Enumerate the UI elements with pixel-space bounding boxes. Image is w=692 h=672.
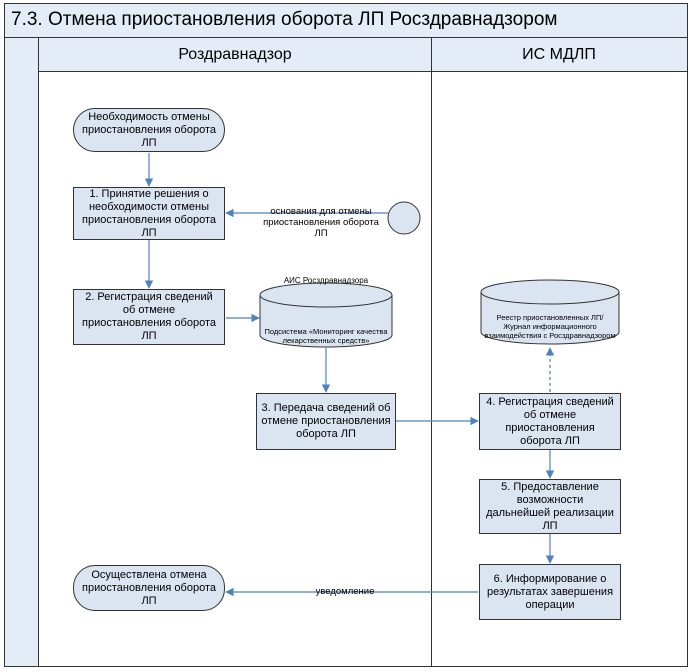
- step3-box: 3. Передача сведений об отмене приостано…: [256, 393, 396, 450]
- step6-box: 6. Информирование о результатах завершен…: [479, 564, 621, 620]
- end-event: Осуществлена отмена приостановления обор…: [73, 565, 225, 611]
- ais-title: АИС Росздравнадзора: [283, 276, 369, 285]
- lane-rail: [5, 38, 39, 666]
- ais-label: Подсистема «Мониторинг качества лекарств…: [264, 327, 388, 345]
- start-event: Необходимость отмены приостановления обо…: [73, 108, 225, 152]
- ais-datastore: [259, 282, 393, 348]
- lane-divider: [431, 38, 432, 666]
- basis-label: основания для отмены приостановления обо…: [263, 206, 379, 239]
- step5-box: 5. Предоставление возможности дальнейшей…: [479, 479, 621, 534]
- registry-label: Реестр приостановленных ЛП/Журнал информ…: [484, 313, 616, 340]
- registry-datastore: [480, 279, 620, 345]
- lane-header-is-mdlp: ИС МДЛП: [431, 38, 687, 72]
- basis-circle: [387, 201, 421, 235]
- diagram-title: 7.3. Отмена приостановления оборота ЛП Р…: [11, 9, 558, 30]
- lane-header-roszdravnadzor: Роздравнадзор: [39, 38, 431, 72]
- step4-box: 4. Регистрация сведений об отмене приост…: [479, 393, 621, 450]
- title-bar: 7.3. Отмена приостановления оборота ЛП Р…: [5, 4, 687, 38]
- step2-box: 2. Регистрация сведений об отмене приост…: [73, 289, 225, 345]
- step1-box: 1. Принятие решения о необходимости отме…: [73, 187, 225, 240]
- notification-label: уведомление: [315, 586, 375, 597]
